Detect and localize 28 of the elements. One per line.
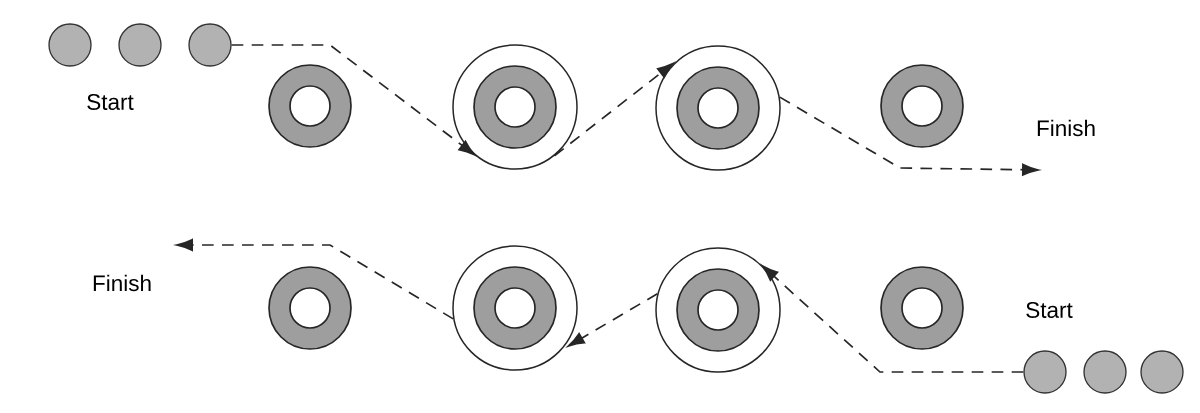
- dashed-arrow: [553, 62, 674, 157]
- dashed-arrow: [778, 96, 1039, 176]
- dot-marker: [1083, 350, 1127, 394]
- dashed-arrow: [567, 292, 659, 347]
- loop-circle: [452, 245, 578, 371]
- ring-cone: [880, 266, 964, 350]
- route-label: Start: [1026, 302, 1073, 318]
- dot-marker: [188, 23, 232, 67]
- ring-cone: [676, 268, 760, 352]
- route-label: Finish: [93, 274, 151, 292]
- loop-circle: [452, 44, 578, 170]
- ring-cone: [676, 66, 760, 150]
- route-label: Start: [87, 94, 134, 110]
- dashed-arrow: [176, 238, 455, 320]
- loop-circle: [655, 45, 781, 171]
- dot-marker: [1023, 350, 1067, 394]
- loop-circle: [655, 247, 781, 373]
- dot-marker: [48, 23, 92, 67]
- ring-cone: [268, 64, 352, 148]
- ring-cone: [473, 65, 557, 149]
- dot-marker: [1140, 350, 1184, 394]
- ring-cone: [473, 266, 557, 350]
- dashed-arrow: [230, 44, 476, 156]
- dot-marker: [118, 23, 162, 67]
- dashed-arrow: [761, 265, 1025, 373]
- route-label: Finish: [1037, 119, 1095, 137]
- ring-cone: [880, 64, 964, 148]
- ring-cone: [268, 266, 352, 350]
